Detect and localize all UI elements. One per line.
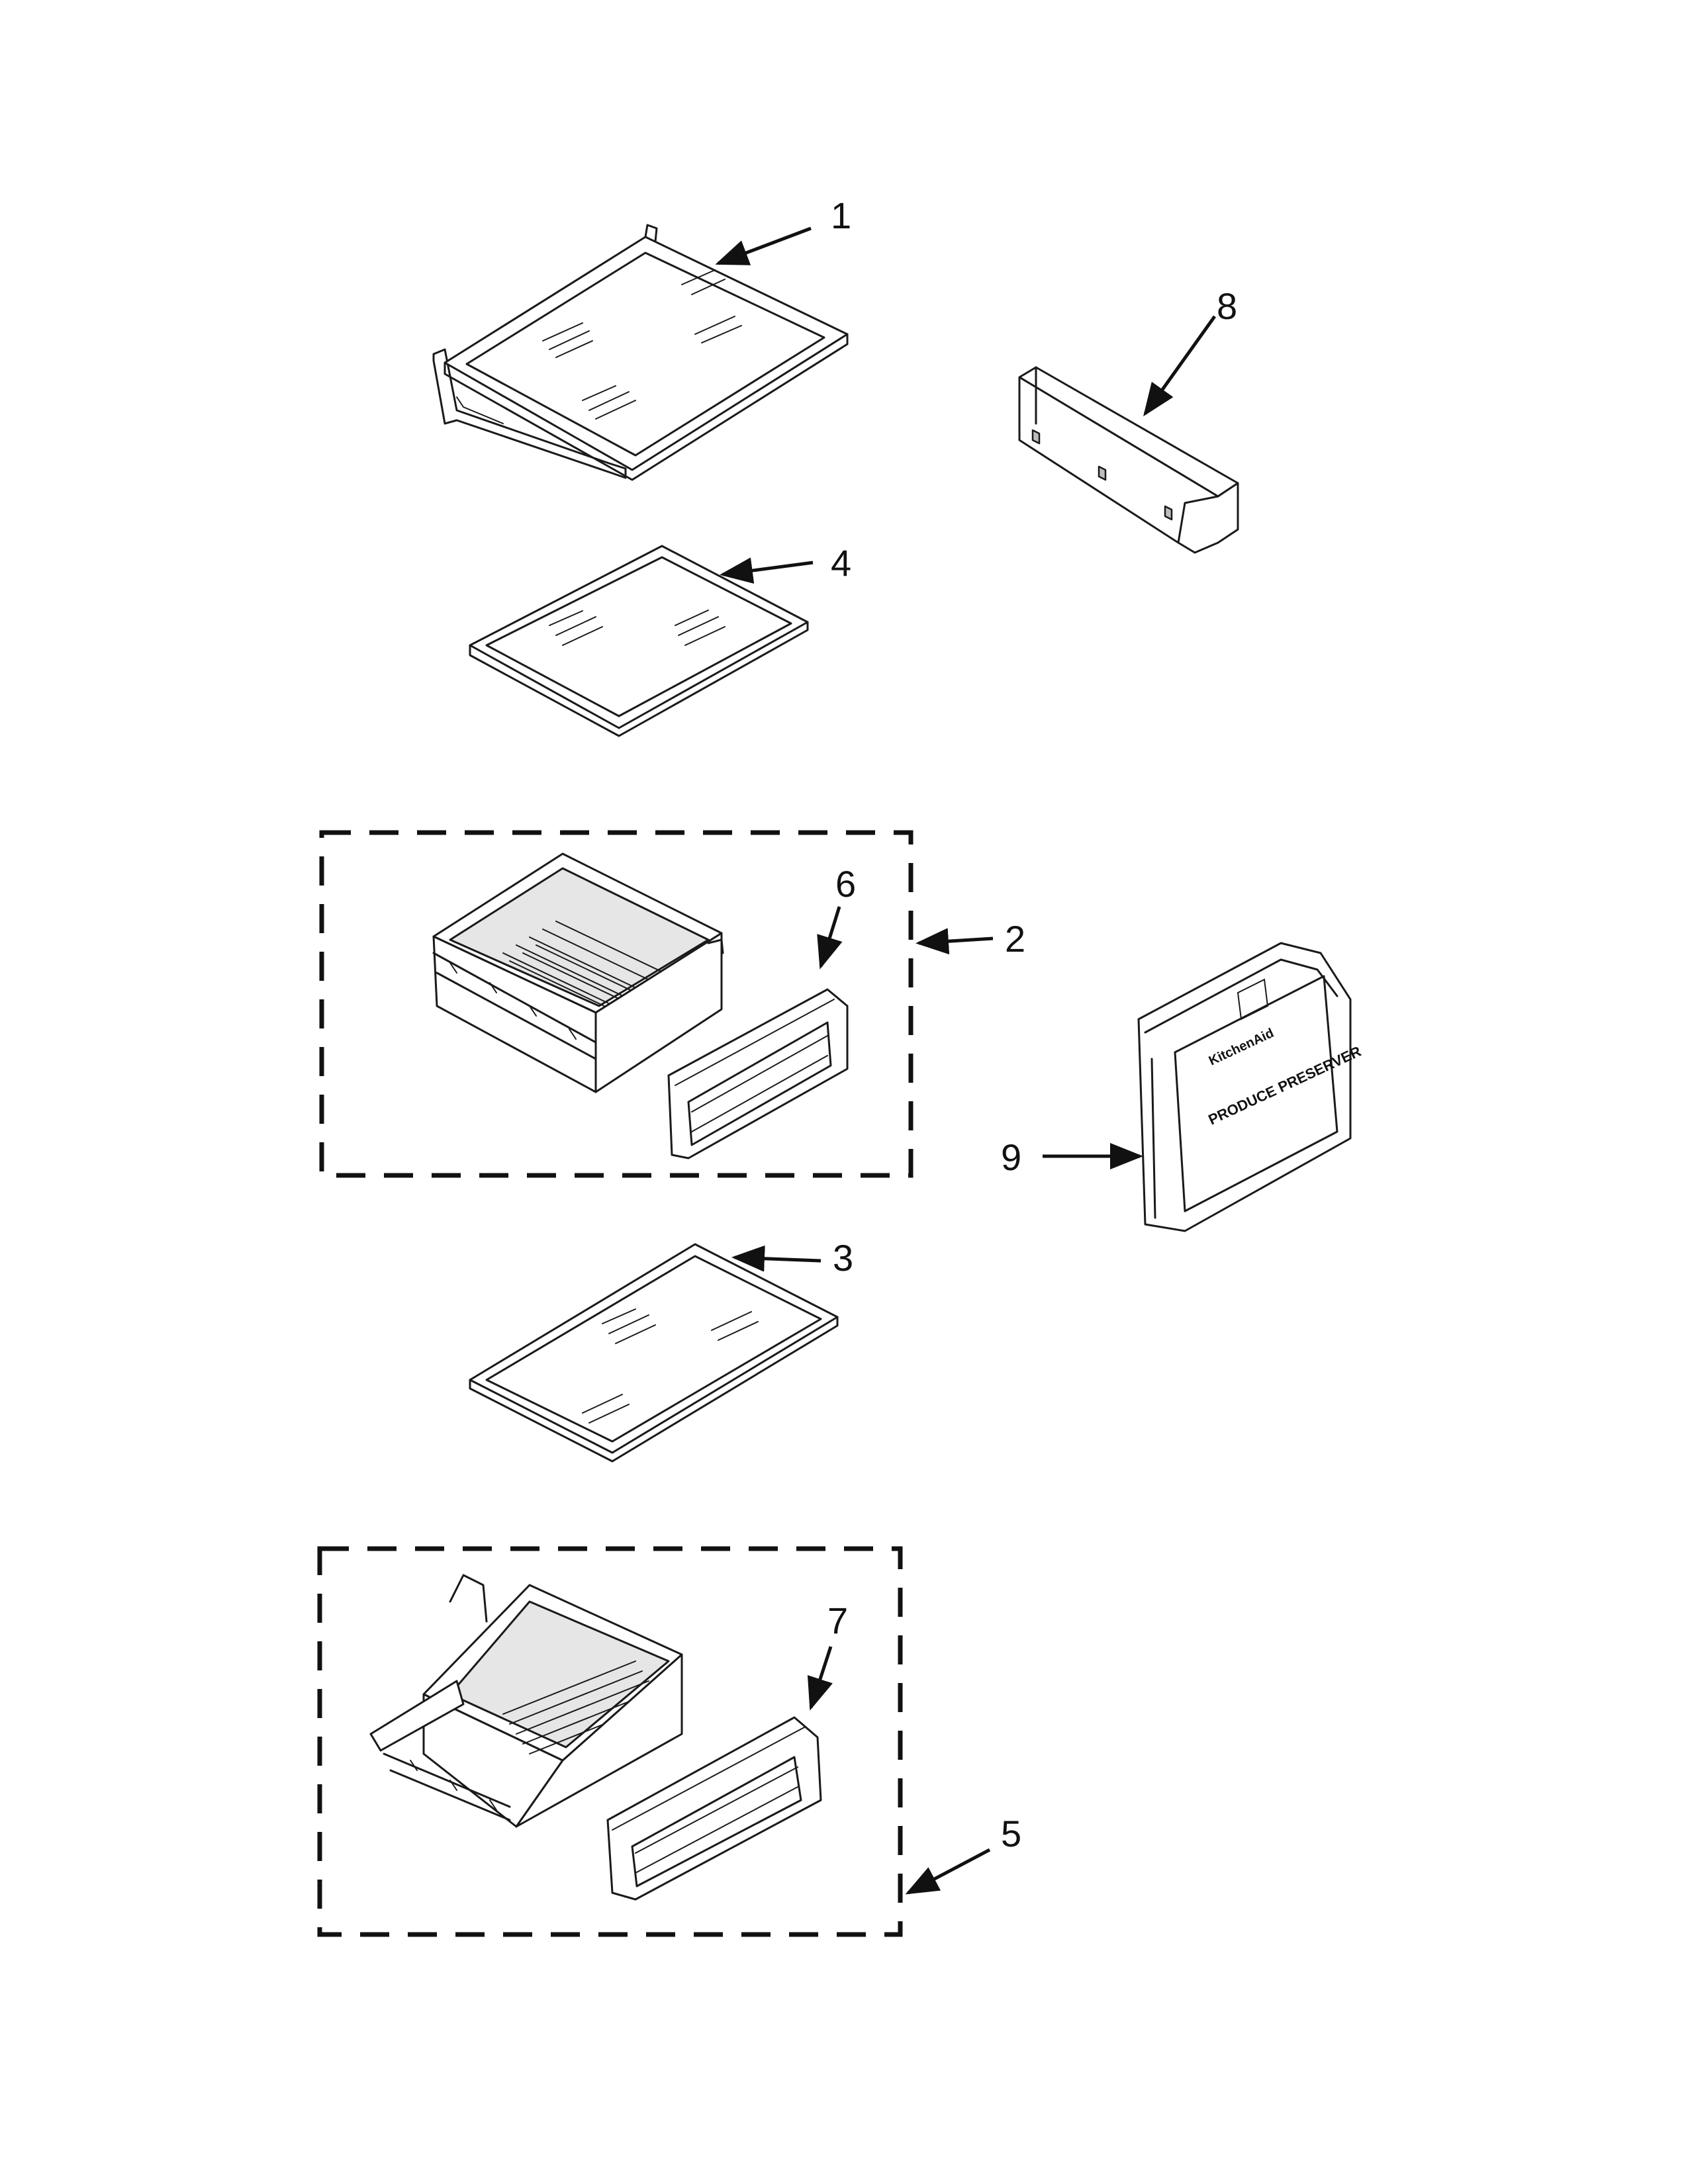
callout-3: 3 [833, 1237, 853, 1279]
part-8-rail [1018, 366, 1239, 554]
callout-5: 5 [1001, 1813, 1021, 1854]
assembly-2-boundary [319, 830, 914, 1178]
callout-1: 1 [831, 195, 851, 236]
arrow-3 [731, 1245, 821, 1272]
callout-6: 6 [835, 863, 856, 905]
callout-2: 2 [1005, 918, 1025, 960]
callout-4: 4 [831, 542, 851, 584]
part-3-glass-shelf [469, 1243, 839, 1463]
arrow-4 [720, 557, 814, 584]
arrow-7 [807, 1646, 833, 1711]
part-7-drawer-cover [606, 1716, 822, 1901]
drawer-lower [369, 1574, 683, 1828]
drawer-upper [432, 852, 724, 1093]
callout-9: 9 [1001, 1136, 1021, 1178]
arrow-6 [817, 906, 843, 970]
assembly-5-boundary [317, 1546, 903, 1937]
part-4-glass-shelf [469, 545, 809, 737]
callout-7: 7 [827, 1600, 848, 1641]
arrow-1 [715, 226, 812, 265]
arrow-2 [915, 928, 994, 955]
part-6-drawer-cover [667, 988, 849, 1160]
callout-8: 8 [1217, 285, 1237, 327]
part-9-produce-preserver: KitchenAid PRODUCE PRESERVER [1137, 942, 1364, 1232]
part-1-shelf-assembly [432, 224, 849, 481]
arrow-8 [1143, 315, 1217, 417]
arrow-5 [905, 1848, 991, 1895]
